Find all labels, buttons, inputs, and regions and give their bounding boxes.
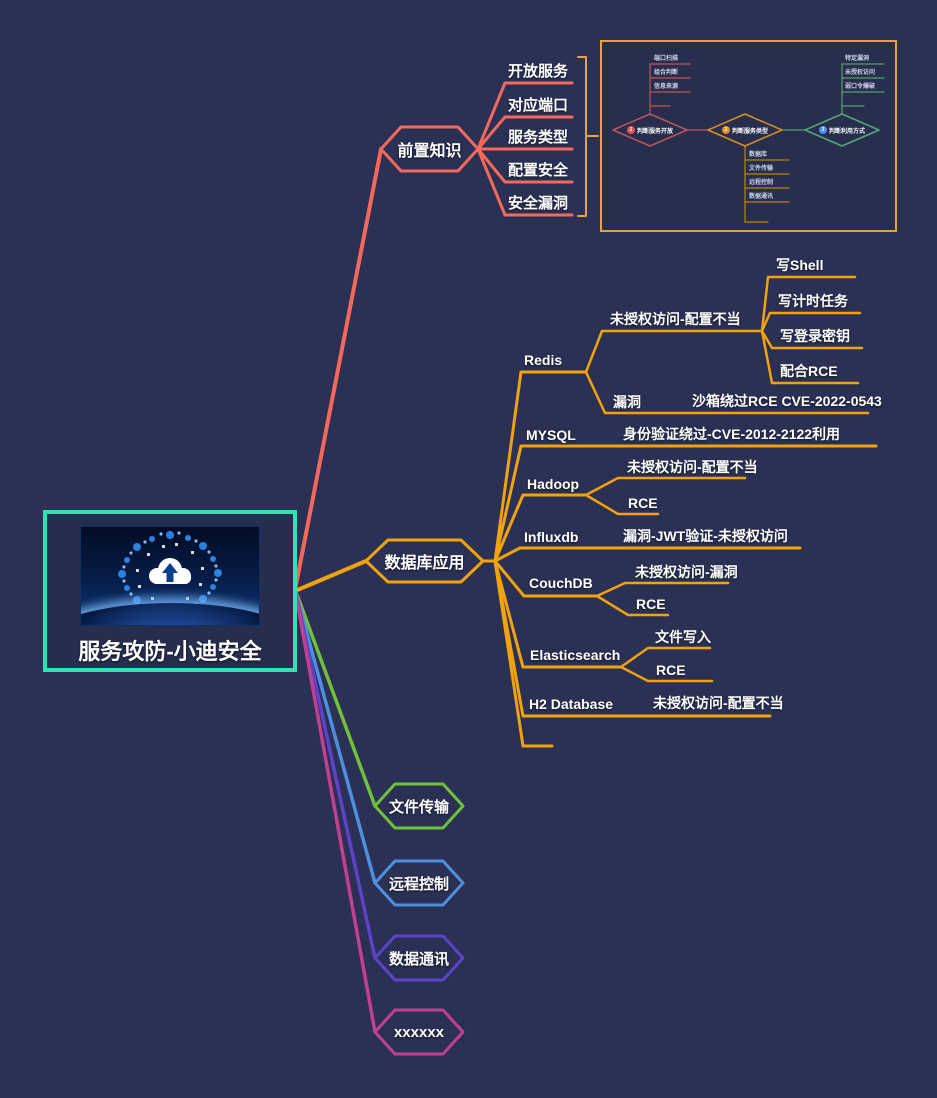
- leaf-write-shell[interactable]: 写Shell: [776, 257, 824, 273]
- leaf-couchdb[interactable]: CouchDB: [529, 575, 593, 591]
- root-topic[interactable]: 服务攻防-小迪安全: [43, 510, 297, 672]
- leaf-h2[interactable]: H2 Database: [529, 696, 614, 712]
- leaf-hadoop[interactable]: Hadoop: [527, 476, 580, 492]
- leaf-redis-cve[interactable]: 沙箱绕过RCE CVE-2022-0543: [692, 393, 882, 409]
- root-topic-title: 服务攻防-小迪安全: [78, 639, 262, 664]
- minimap-diamond-2: 2 判断服务类型: [710, 123, 780, 137]
- leaf-influxdb[interactable]: Influxdb: [524, 529, 579, 545]
- leaf-redis-unauth[interactable]: 未授权访问-配置不当: [610, 311, 741, 327]
- leaf-couchdb-unauth[interactable]: 未授权访问-漏洞: [635, 564, 738, 580]
- leaf-with-rce[interactable]: 配合RCE: [780, 363, 838, 379]
- minimap-leaf: 数据通讯: [749, 194, 774, 200]
- leaf-sec-vuln[interactable]: 安全漏洞: [508, 195, 569, 212]
- minimap-leaf: 特定漏洞: [845, 56, 870, 62]
- leaf-hadoop-unauth[interactable]: 未授权访问-配置不当: [627, 459, 758, 475]
- root-topic-image: [80, 526, 260, 626]
- leaf-write-crontab[interactable]: 写计时任务: [778, 293, 848, 309]
- leaf-mysql[interactable]: MYSQL: [526, 427, 576, 443]
- leaf-redis-vuln[interactable]: 漏洞: [613, 394, 641, 410]
- attached-image-mindmap[interactable]: 1 判断服务开放 2 判断服务类型 3 判断利用方式 端口扫描 组合判断 信息来…: [600, 40, 897, 232]
- minimap-diamond-1: 1 判断服务开放: [615, 123, 685, 137]
- leaf-hadoop-rce[interactable]: RCE: [628, 495, 658, 511]
- minimap-leaf: 远程控制: [749, 180, 774, 186]
- leaf-open-service[interactable]: 开放服务: [508, 63, 569, 80]
- topic-data-comm[interactable]: 数据通讯: [388, 950, 449, 968]
- leaf-config-sec[interactable]: 配置安全: [508, 162, 569, 179]
- minimap-leaf: 未授权访问: [845, 70, 876, 76]
- leaf-es-filewrite[interactable]: 文件写入: [655, 629, 711, 645]
- minimap-leaf: 文件传输: [749, 166, 774, 172]
- topic-qianzhi[interactable]: 前置知识: [397, 143, 462, 160]
- badge-2-icon: 2: [721, 126, 730, 134]
- leaf-h2-unauth[interactable]: 未授权访问-配置不当: [653, 695, 784, 711]
- leaf-redis[interactable]: Redis: [524, 352, 563, 368]
- minimap-leaf: 弱口令爆破: [845, 84, 876, 90]
- topic-xxxxxx[interactable]: xxxxxx: [393, 1023, 445, 1041]
- topic-file-transfer[interactable]: 文件传输: [388, 798, 449, 816]
- leaf-elasticsearch[interactable]: Elasticsearch: [530, 647, 621, 663]
- leaf-mysql-cve[interactable]: 身份验证绕过-CVE-2012-2122利用: [623, 426, 841, 442]
- minimap-leaf: 组合判断: [654, 70, 679, 76]
- minimap-diamond-3: 3 判断利用方式: [807, 123, 877, 137]
- badge-3-icon: 3: [818, 126, 827, 134]
- minimap-leaf: 数据库: [749, 152, 768, 158]
- topic-remote-control[interactable]: 远程控制: [388, 875, 449, 893]
- topic-database[interactable]: 数据库应用: [384, 555, 465, 572]
- minimap-leaf: 端口扫描: [654, 56, 679, 62]
- leaf-service-type[interactable]: 服务类型: [508, 129, 569, 146]
- leaf-ports[interactable]: 对应端口: [508, 97, 569, 114]
- leaf-couchdb-rce[interactable]: RCE: [636, 596, 666, 612]
- minimap-lines: [612, 63, 885, 223]
- badge-1-icon: 1: [626, 126, 635, 134]
- leaf-write-sshkey[interactable]: 写登录密钥: [780, 328, 850, 344]
- leaf-es-rce[interactable]: RCE: [656, 662, 686, 678]
- minimap-leaf: 信息来源: [654, 84, 679, 90]
- leaf-influxdb-jwt[interactable]: 漏洞-JWT验证-未授权访问: [623, 528, 788, 544]
